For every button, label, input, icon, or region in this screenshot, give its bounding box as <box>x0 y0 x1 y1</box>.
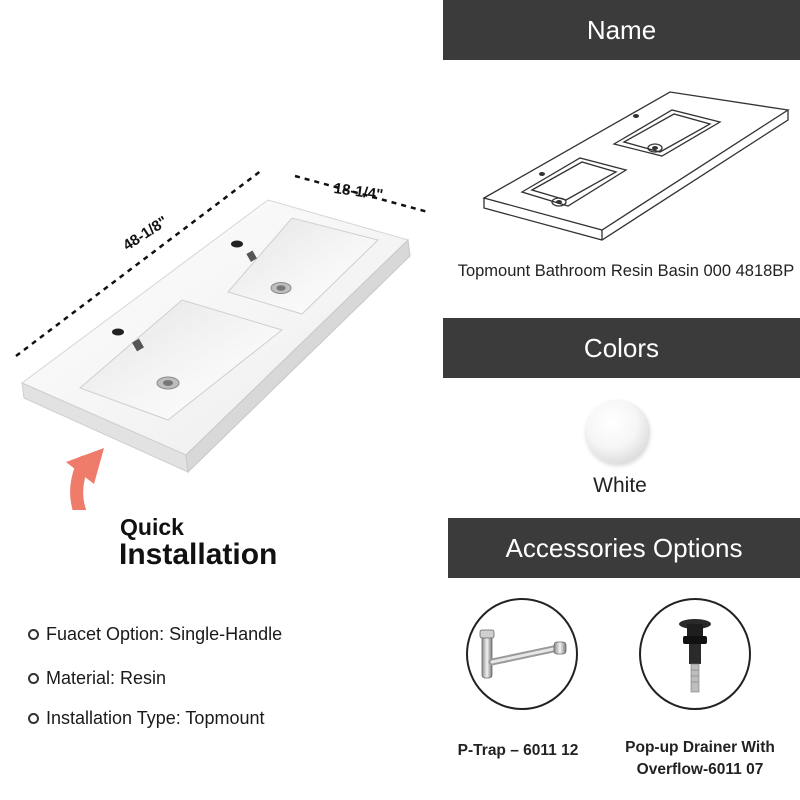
popup-drain-icon <box>679 619 711 693</box>
circle-bullet-icon <box>28 713 39 724</box>
section-header-name: Name <box>443 0 800 60</box>
basin-line-drawing <box>482 91 790 241</box>
accessory-popup-label: Pop-up Drainer With Overflow-6011 07 <box>625 739 775 778</box>
color-swatch-white[interactable] <box>586 400 650 464</box>
circle-bullet-icon <box>28 629 39 640</box>
section-header-colors: Colors <box>443 318 800 378</box>
circle-bullet-icon <box>28 673 39 684</box>
feature-item-material: Material: Resin <box>28 668 166 689</box>
feature-text: Fuacet Option: Single-Handle <box>46 624 283 644</box>
section-header-accessories: Accessories Options <box>448 518 800 578</box>
color-name-label: White <box>593 474 647 497</box>
feature-item-installation: Installation Type: Topmount <box>28 708 264 729</box>
accessory-ptrap-label: P-Trap – 6011 12 <box>457 742 579 759</box>
product-name: Topmount Bathroom Resin Basin 000 4818BP <box>457 262 795 280</box>
feature-item-faucet: Fuacet Option: Single-Handle <box>28 624 282 645</box>
p-trap-icon <box>479 629 567 679</box>
feature-text: Material: Resin <box>46 668 167 688</box>
product-photo <box>15 169 429 510</box>
install-headline-line2: Installation <box>119 538 278 571</box>
accessory-ptrap-image[interactable] <box>466 598 578 710</box>
accessory-popup-drainer-image[interactable] <box>639 598 751 710</box>
install-headline-line1: Quick <box>120 514 184 540</box>
feature-text: Installation Type: Topmount <box>46 708 265 728</box>
